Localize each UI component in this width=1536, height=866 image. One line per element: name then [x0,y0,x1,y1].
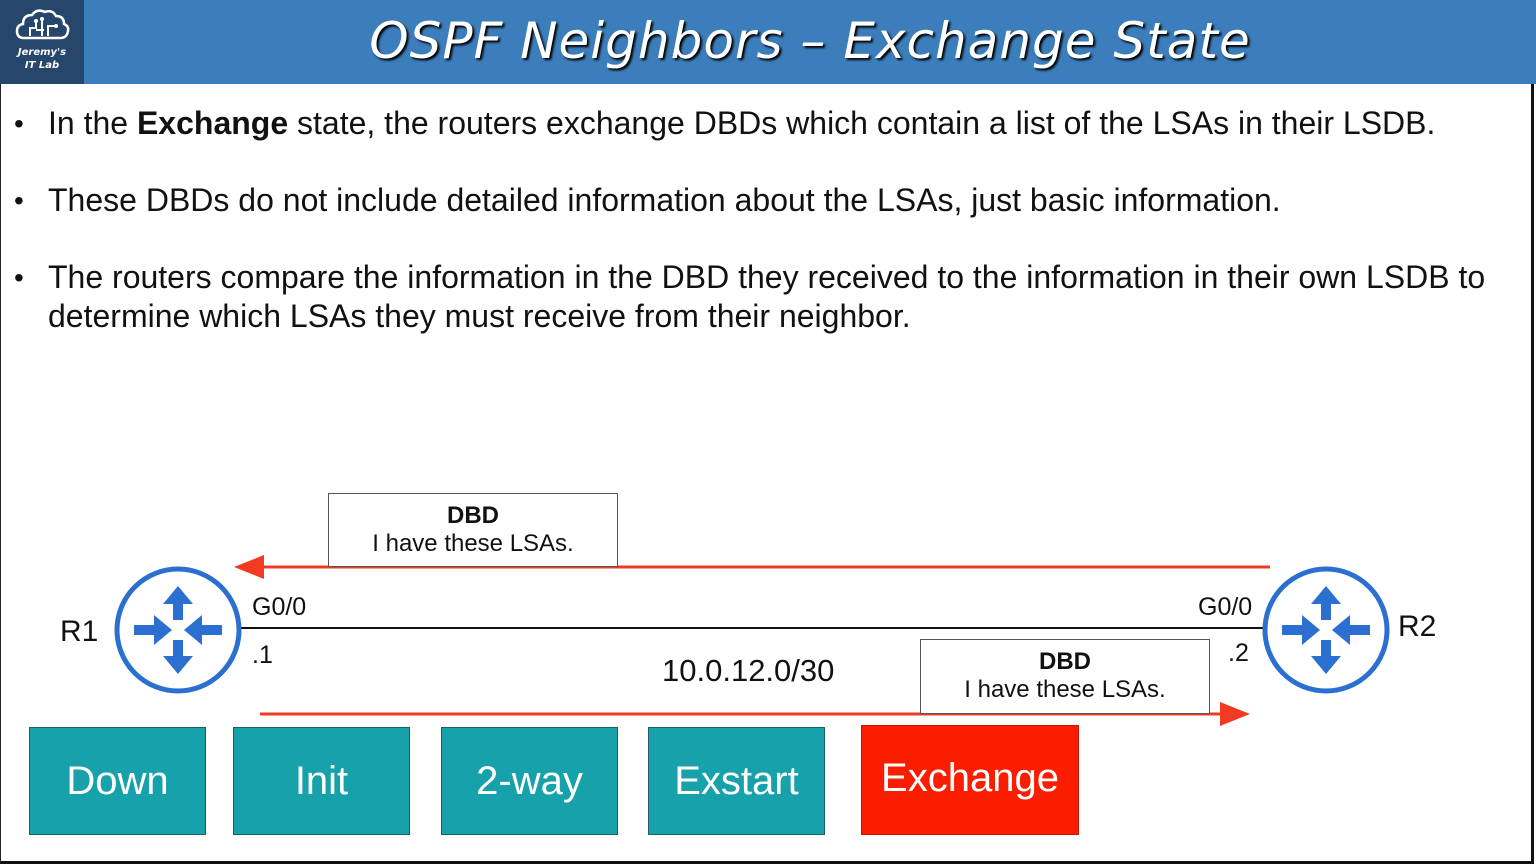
r1-name: R1 [60,615,99,648]
logo-line-2: IT Lab [24,60,60,71]
bullet-item: In the Exchange state, the routers excha… [14,104,1514,143]
title-bar: Jeremy's IT Lab OSPF Neighbors – Exchang… [0,0,1536,84]
r2-name: R2 [1398,610,1437,643]
logo-line-1: Jeremy's [17,47,67,58]
state-down: Down [29,727,206,835]
dbd-message-from-r2: DBD I have these LSAs. [328,493,618,567]
dbd-body: I have these LSAs. [372,530,574,557]
dbd-title: DBD [1039,648,1091,675]
bullet-item: The routers compare the information in t… [14,258,1514,336]
state-init: Init [233,727,410,835]
r2-address: .2 [1228,639,1249,667]
cloud-circuit-icon [15,9,70,40]
state-2-way: 2-way [441,727,618,835]
subnet-label: 10.0.12.0/30 [662,653,835,688]
bullet-list: In the Exchange state, the routers excha… [14,104,1514,336]
r1-address: .1 [252,641,273,669]
r1-interface: G0/0 [252,593,307,621]
dbd-title: DBD [447,502,499,529]
state-exchange: Exchange [861,725,1079,835]
dbd-body: I have these LSAs. [964,676,1166,703]
state-exstart: Exstart [648,727,825,835]
arrow-to-r2 [260,702,1250,726]
router-icon [114,566,242,694]
arrow-to-r1 [234,555,1270,579]
dbd-message-from-r1: DBD I have these LSAs. [920,639,1210,714]
r2-interface: G0/0 [1198,593,1253,621]
bullet-item: These DBDs do not include detailed infor… [14,181,1514,220]
router-icon [1262,566,1390,694]
logo: Jeremy's IT Lab [0,0,84,84]
page-title: OSPF Neighbors – Exchange State [369,12,1251,70]
